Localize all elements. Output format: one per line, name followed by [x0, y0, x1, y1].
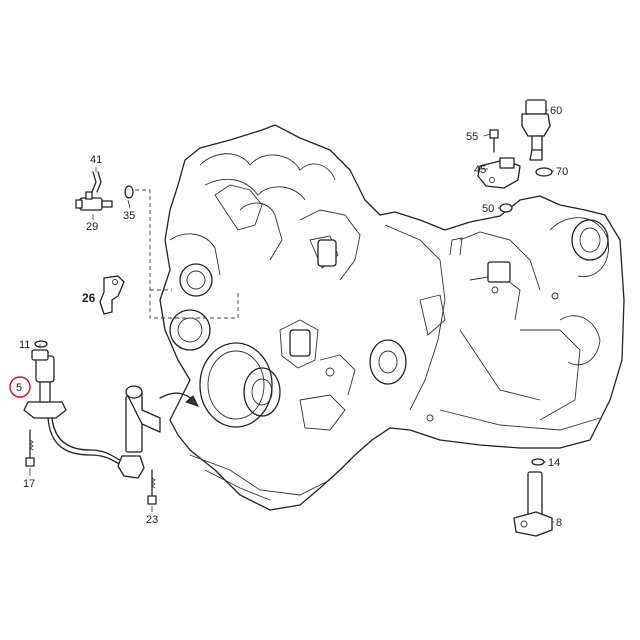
seal-ring-part — [124, 185, 134, 199]
o-ring-part-50 — [499, 203, 513, 213]
callout-45[interactable]: 45 — [474, 164, 486, 176]
position-sensor-part — [117, 385, 161, 505]
callout-50[interactable]: 50 — [482, 203, 494, 215]
callout-17[interactable]: 17 — [23, 478, 35, 490]
crank-sensor-part — [23, 349, 123, 466]
callout-41[interactable]: 41 — [90, 154, 102, 166]
o-ring-part — [34, 340, 48, 348]
callout-26[interactable]: 26 — [82, 291, 96, 305]
o-ring-part-14 — [531, 458, 545, 466]
callout-11[interactable]: 11 — [19, 339, 30, 351]
callout-14[interactable]: 14 — [548, 457, 560, 469]
temperature-sensor-part — [521, 99, 551, 161]
sensor-part — [75, 191, 113, 211]
engine-block-illustration — [159, 124, 625, 511]
sensor-part-45 — [477, 157, 521, 189]
highlight-circle — [9, 376, 31, 398]
leader-lines — [29, 109, 554, 523]
callout-5[interactable]: 5 — [16, 382, 22, 394]
callout-70[interactable]: 70 — [556, 166, 568, 178]
callout-35[interactable]: 35 — [123, 210, 135, 222]
callout-29[interactable]: 29 — [86, 221, 98, 233]
bracket-line-upper — [135, 189, 239, 319]
bolt-part-17 — [25, 429, 35, 467]
o-ring-part-70 — [535, 167, 553, 177]
bolt-part-55 — [489, 129, 499, 153]
camshaft-sensor-part — [513, 471, 553, 537]
callout-60[interactable]: 60 — [550, 105, 562, 117]
bracket-part — [99, 275, 125, 315]
callout-8[interactable]: 8 — [556, 517, 562, 529]
callout-55[interactable]: 55 — [466, 131, 478, 143]
clip-part — [91, 171, 102, 193]
callout-23[interactable]: 23 — [146, 514, 158, 526]
